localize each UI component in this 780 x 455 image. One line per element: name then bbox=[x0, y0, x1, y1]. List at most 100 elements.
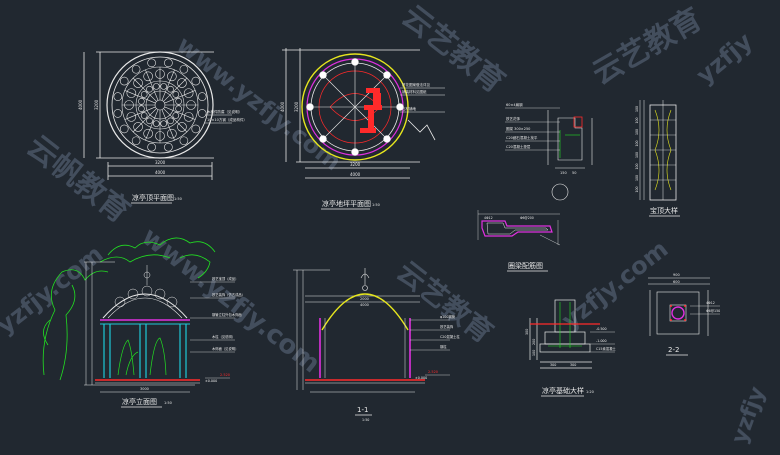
floor-plan-drawing: 拼花图案做法详见 铺装材料见图纸 石材铺地 4000 3200 4000 320… bbox=[280, 48, 445, 210]
elevation-note-5: 木饰面（见说明） bbox=[212, 346, 238, 351]
section-dim-2: 4000 bbox=[360, 303, 369, 307]
roof-scroll bbox=[167, 85, 174, 93]
roof-rib bbox=[132, 77, 157, 102]
beam-detail-drawing: 60×4扁钢 铁艺花饰 圈梁 300×250 C20细石混凝土找平 C20混凝土… bbox=[505, 102, 593, 201]
section-level: 2.520 bbox=[428, 370, 438, 374]
beam-detail-note-2: 铁艺花饰 bbox=[506, 116, 520, 121]
roof-rib bbox=[145, 69, 159, 101]
watermark-url-right-top: yzfjy bbox=[691, 27, 758, 90]
roof-scroll bbox=[140, 112, 148, 119]
roof-ornament-pattern bbox=[113, 58, 207, 152]
foundation-dim-1: 300 bbox=[525, 329, 529, 335]
roof-rib bbox=[124, 106, 156, 120]
roof-plan-dim-h: 4000 bbox=[155, 170, 166, 175]
roof-plan-dim-h2: 3200 bbox=[155, 160, 166, 165]
watermark-brand-left: 云帆教育 bbox=[20, 129, 136, 230]
ornament-dim-label: 100 bbox=[635, 140, 639, 146]
foundation-dim-5: 300 bbox=[570, 363, 576, 367]
foundation-scale: 1:20 bbox=[586, 390, 594, 394]
roof-scroll bbox=[113, 92, 123, 101]
ring-beam-note-2: Φ6@200 bbox=[520, 216, 534, 220]
roof-plan-dim-v: 4000 bbox=[78, 99, 83, 110]
roof-scroll bbox=[172, 112, 180, 119]
watermark-brand-right: 云艺教育 bbox=[587, 2, 708, 92]
roof-scroll bbox=[133, 78, 143, 88]
roof-rib bbox=[164, 106, 196, 120]
watermark-url-center-top: www.yzfjy.com bbox=[171, 31, 346, 177]
beam-detail-note-5: C20混凝土垫层 bbox=[506, 144, 531, 149]
section-2-2-note-1: 4Φ12 bbox=[706, 301, 715, 305]
ornament-dim-label: 100 bbox=[635, 186, 639, 192]
floor-plan-scale: 1:50 bbox=[372, 203, 380, 207]
roof-scroll bbox=[113, 109, 123, 118]
section-ground: ±0.000 bbox=[415, 376, 427, 380]
ornament-dim-label: 100 bbox=[635, 117, 639, 123]
section-1-1-drawing: φ100钢管 铁艺装饰 C20混凝土柱 钢柱 2000 4000 2.520 ±… bbox=[293, 268, 460, 422]
floor-plan-title: 凉亭地坪平面图 bbox=[322, 199, 371, 208]
roof-scroll bbox=[179, 64, 189, 74]
beam-detail-dim-1: 150 bbox=[560, 171, 567, 175]
roof-scroll bbox=[147, 58, 156, 68]
roof-plan-scale: 1:50 bbox=[174, 197, 182, 201]
floor-plan-dim-v: 4000 bbox=[280, 101, 285, 112]
roof-rib bbox=[132, 108, 157, 133]
roof-rib bbox=[161, 109, 175, 141]
beam-detail-note-1: 60×4扁钢 bbox=[506, 102, 523, 107]
roof-scroll bbox=[167, 71, 177, 82]
roof-ornament-title: 宝顶大样 bbox=[650, 206, 678, 215]
elevation-ground: ±0.000 bbox=[205, 379, 217, 383]
ornament-dim-label: 100 bbox=[635, 152, 639, 158]
beam-detail-note-4: C20细石混凝土找平 bbox=[506, 135, 538, 140]
floor-plan-note-3: 石材铺地 bbox=[402, 106, 416, 111]
beam-detail-dim-2: 50 bbox=[572, 171, 576, 175]
roof-scroll bbox=[119, 76, 129, 86]
ornament-dim-label: 100 bbox=[635, 129, 639, 135]
ornament-dim-label: 100 bbox=[635, 163, 639, 169]
roof-rib bbox=[161, 69, 175, 101]
section-note-3: C20混凝土柱 bbox=[440, 334, 460, 339]
section-2-2-drawing: 4Φ12 Φ6@150 900 600 2-2 bbox=[648, 273, 720, 356]
watermark-url-far-right: yzfjy bbox=[727, 383, 771, 447]
roof-scroll bbox=[140, 91, 148, 98]
roof-scroll bbox=[175, 105, 182, 113]
foundation-note-3: C15素混凝土 bbox=[596, 346, 616, 351]
foundation-note-2: -1.000 bbox=[596, 339, 607, 343]
roof-scroll bbox=[126, 112, 137, 122]
roof-rib bbox=[163, 77, 188, 102]
elevation-drawing: 铁艺宝顶（成品） 铁艺装饰（仿古成品） 钢管立柱外包木饰面 木柱（见说明） 木饰… bbox=[42, 237, 245, 408]
roof-scroll bbox=[124, 100, 134, 110]
foundation-dim-2: 200 bbox=[532, 339, 536, 345]
roof-scroll bbox=[172, 91, 180, 98]
roof-scroll bbox=[138, 105, 145, 113]
foundation-dim-3: 100 bbox=[532, 350, 536, 356]
floor-plan-dim-h2: 3200 bbox=[350, 162, 361, 167]
elevation-dim: 3000 bbox=[140, 387, 149, 391]
roof-rib bbox=[124, 90, 156, 104]
section-2-2-note-2: Φ6@150 bbox=[706, 309, 720, 313]
roof-scroll bbox=[183, 112, 194, 122]
foundation-detail-drawing: -0.500 -1.000 C15素混凝土 300 200 100 300 30… bbox=[525, 299, 616, 397]
section-dim-1: 2000 bbox=[360, 297, 369, 301]
floor-plan-note-2: 铺装材料见图纸 bbox=[402, 89, 427, 94]
section-2-2-dim-1: 900 bbox=[673, 273, 680, 277]
roof-scroll bbox=[164, 142, 173, 152]
roof-scroll bbox=[152, 120, 160, 127]
roof-scroll bbox=[131, 64, 141, 74]
roof-plan-dim-v2: 3200 bbox=[94, 99, 99, 110]
ornament-dim-label: 100 bbox=[635, 106, 639, 112]
roof-plan-title: 凉亭顶平面图 bbox=[132, 193, 174, 202]
ring-beam-drawing: 4Φ12 Φ6@200 圈梁配筋图 bbox=[477, 210, 561, 272]
elevation-note-1: 铁艺宝顶（成品） bbox=[212, 276, 238, 281]
elevation-level: 2.520 bbox=[220, 373, 230, 377]
roof-scroll bbox=[133, 122, 143, 132]
floor-plan-dim-h: 4000 bbox=[350, 172, 361, 177]
roof-scroll bbox=[119, 124, 129, 134]
roof-scroll bbox=[191, 76, 201, 86]
section-note-2: 铁艺装饰 bbox=[440, 324, 454, 329]
roof-scroll bbox=[164, 58, 173, 68]
roof-scroll bbox=[131, 136, 141, 146]
roof-scroll bbox=[160, 120, 168, 127]
roof-scroll bbox=[155, 69, 165, 79]
